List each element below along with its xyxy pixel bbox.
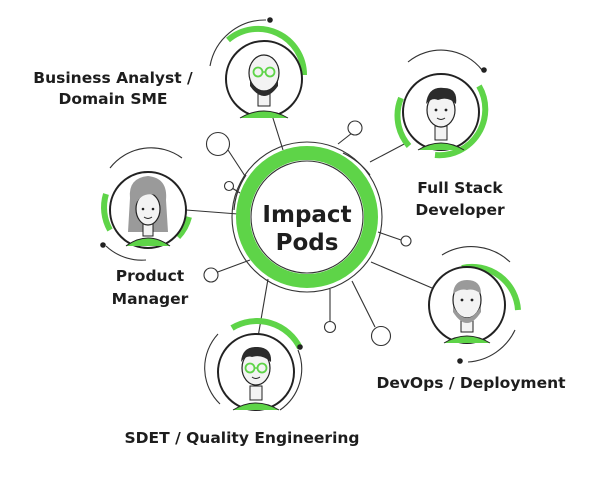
connector-lines [185,114,433,338]
full-stack-developer-node [394,49,489,159]
full-stack-developer-label-line2: Developer [415,201,505,219]
product-manager-label-line2: Manager [112,290,189,308]
man-with-dark-hair-icon [417,87,465,151]
satellite-node [347,120,363,136]
satellite-node [400,235,412,247]
business-analyst-label-line1: Business Analyst / [33,69,193,87]
satellite-node [203,267,219,283]
satellite-nodes [203,120,412,347]
sdet-node [204,318,303,411]
satellite-node [370,325,392,347]
devops-node [428,246,521,364]
satellite-node [223,180,235,192]
devops-label: DevOps / Deployment [376,374,566,392]
bearded-man-icon [443,280,491,344]
product-manager-label-line1: Product [116,267,185,285]
bald-bearded-man-with-glasses-icon [239,54,289,119]
central-hub: Impact Pods [231,141,383,293]
full-stack-developer-label-line1: Full Stack [417,179,503,197]
sdet-label: SDET / Quality Engineering [124,429,359,447]
hub-title-line2: Pods [276,230,339,256]
satellite-node [205,131,231,157]
satellite-node [323,320,337,334]
woman-with-long-hair-icon [125,176,171,247]
business-analyst-node [209,17,308,119]
man-with-glasses-icon [232,346,280,411]
hub-title-line1: Impact [262,202,351,228]
product-manager-node [100,147,192,261]
business-analyst-label-line2: Domain SME [58,90,167,108]
